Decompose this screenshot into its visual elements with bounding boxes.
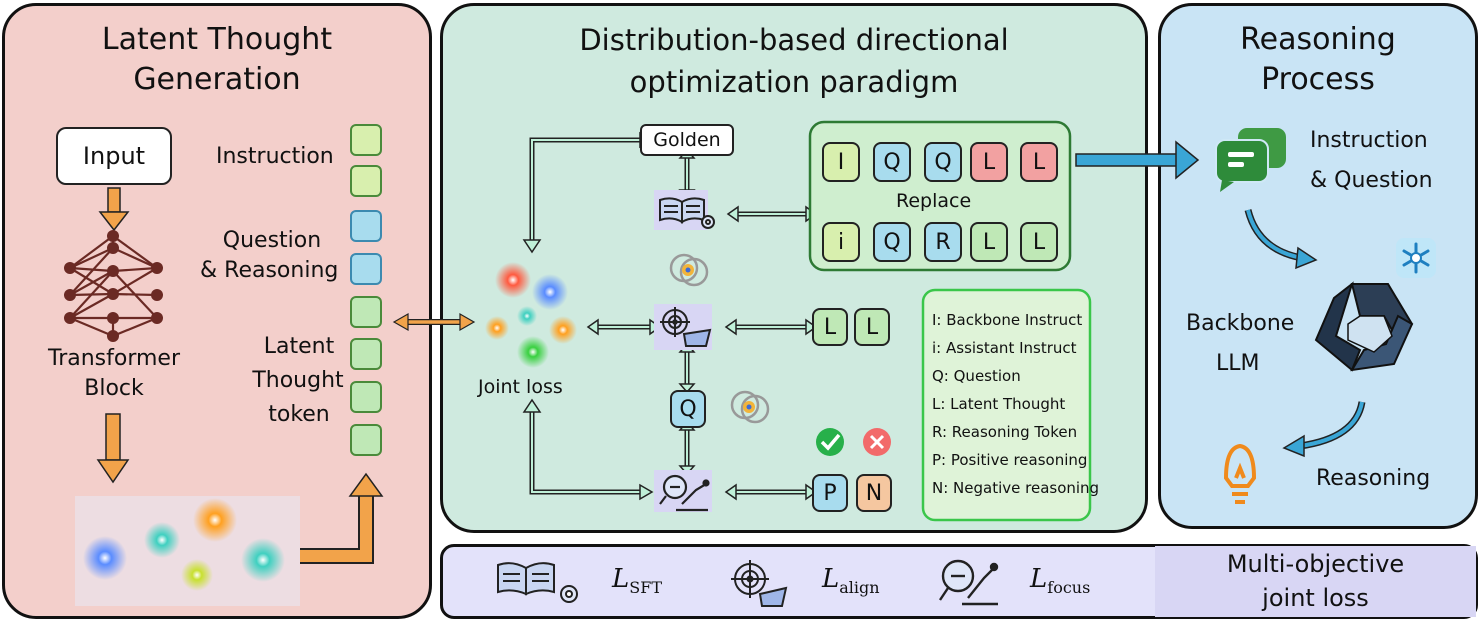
- align-token-2: L: [854, 308, 890, 346]
- iq-label-1: Instruction: [1310, 128, 1428, 153]
- top-token-1: I: [822, 142, 860, 182]
- bottom-token-4: L: [970, 222, 1008, 262]
- column-token-latent-1: [350, 296, 382, 328]
- backbone-label-2: LLM: [1216, 351, 1260, 376]
- green-arrow-heads: [522, 131, 1049, 501]
- iq-label-2: & Question: [1310, 168, 1433, 193]
- llm-logo-icon: [1314, 281, 1414, 372]
- right-title-line1: Reasoning: [1240, 22, 1396, 57]
- align-token-1: L: [812, 308, 848, 346]
- legend-item-5: R: Reasoning Token: [932, 423, 1078, 441]
- target-align-icon: [660, 307, 712, 347]
- orbit-icon: [669, 253, 709, 287]
- multi-objective-label-1: Multi-objective: [1226, 550, 1405, 578]
- column-token-latent-2: [350, 338, 382, 370]
- bottom-token-1: i: [822, 222, 860, 262]
- check-icon: [816, 428, 844, 456]
- neural-network-icon: [64, 230, 163, 342]
- loss-focus: Lfocus: [1030, 564, 1091, 598]
- legend-box: [921, 288, 1092, 522]
- loss-align: Lalign: [822, 564, 880, 598]
- negative-token: N: [856, 474, 892, 512]
- column-token-question-1: [350, 210, 382, 242]
- positive-token: P: [812, 474, 848, 512]
- legend-item-3: Q: Question: [932, 367, 1021, 385]
- loss-sft: LSFT: [612, 564, 662, 598]
- left-title-line1: Latent Thought: [101, 22, 333, 57]
- bottom-magnifier-icon: [939, 559, 999, 606]
- bottom-book-icon: [497, 562, 578, 603]
- input-box: Input: [56, 127, 172, 185]
- bottom-label-bg: [1155, 546, 1476, 617]
- column-token-latent-3: [350, 381, 382, 413]
- latent-label-2: Thought: [252, 368, 344, 393]
- legend-item-4: L: Latent Thought: [932, 395, 1066, 413]
- backbone-label-1: Backbone: [1186, 311, 1295, 336]
- legend-item-6: P: Positive reasoning: [932, 451, 1088, 469]
- transformer-label-2: Block: [84, 376, 144, 401]
- question-label-2: & Reasoning: [200, 258, 339, 283]
- input-down-arrow: [98, 187, 130, 232]
- question-token: Q: [670, 390, 706, 428]
- top-token-2: Q: [873, 142, 911, 182]
- right-title-line2: Process: [1261, 62, 1375, 97]
- column-token-instruction-1: [350, 124, 382, 156]
- top-token-4: L: [970, 142, 1008, 182]
- latent-up-arrow: [300, 496, 372, 562]
- book-gear-icon: [659, 197, 715, 229]
- magnifier-focus-icon: [659, 474, 710, 512]
- mid-title-line1: Distribution-based directional: [579, 23, 1009, 57]
- joint-loss-label: Joint loss: [478, 376, 563, 398]
- mid-title-line2: optimization paradigm: [629, 65, 959, 99]
- bottom-token-3: R: [924, 222, 962, 262]
- snowflake-icon: [1396, 238, 1436, 278]
- orbit-icon-2: [730, 390, 770, 424]
- legend-item-1: I: Backbone Instruct: [932, 311, 1083, 329]
- curve-arrow-2: [1299, 401, 1364, 448]
- latent-up-arrow-outline: [300, 496, 374, 564]
- multi-objective-label-2: joint loss: [1262, 584, 1369, 612]
- instruction-label: Instruction: [216, 144, 334, 169]
- cross-icon: [863, 428, 891, 456]
- latent-label-3: token: [268, 402, 330, 427]
- column-jointloss-arrow: [392, 312, 476, 332]
- transformer-down-arrow: [96, 413, 130, 484]
- top-token-3: Q: [924, 142, 962, 182]
- latent-label-1: Latent: [263, 334, 335, 359]
- replace-label: Replace: [896, 190, 972, 212]
- lightbulb-icon: [1223, 443, 1257, 504]
- top-token-5: L: [1020, 142, 1058, 182]
- left-title-line2: Generation: [133, 62, 301, 97]
- bottom-token-2: Q: [873, 222, 911, 262]
- column-token-latent-4: [350, 424, 382, 456]
- transformer-label-1: Transformer: [47, 346, 180, 371]
- golden-box: Golden: [640, 124, 734, 156]
- legend-item-2: i: Assistant Instruct: [932, 339, 1077, 357]
- curve-arrow-1: [1246, 209, 1303, 260]
- column-token-question-2: [350, 253, 382, 285]
- bottom-token-5: L: [1020, 222, 1058, 262]
- reasoning-label: Reasoning: [1316, 466, 1431, 491]
- to-reasoning-arrow: [1075, 140, 1200, 180]
- chat-icon: [1215, 128, 1286, 192]
- bottom-target-icon: [731, 560, 788, 607]
- column-token-instruction-2: [350, 165, 382, 197]
- legend-item-7: N: Negative reasoning: [932, 479, 1100, 497]
- question-label-1: Question: [222, 228, 322, 253]
